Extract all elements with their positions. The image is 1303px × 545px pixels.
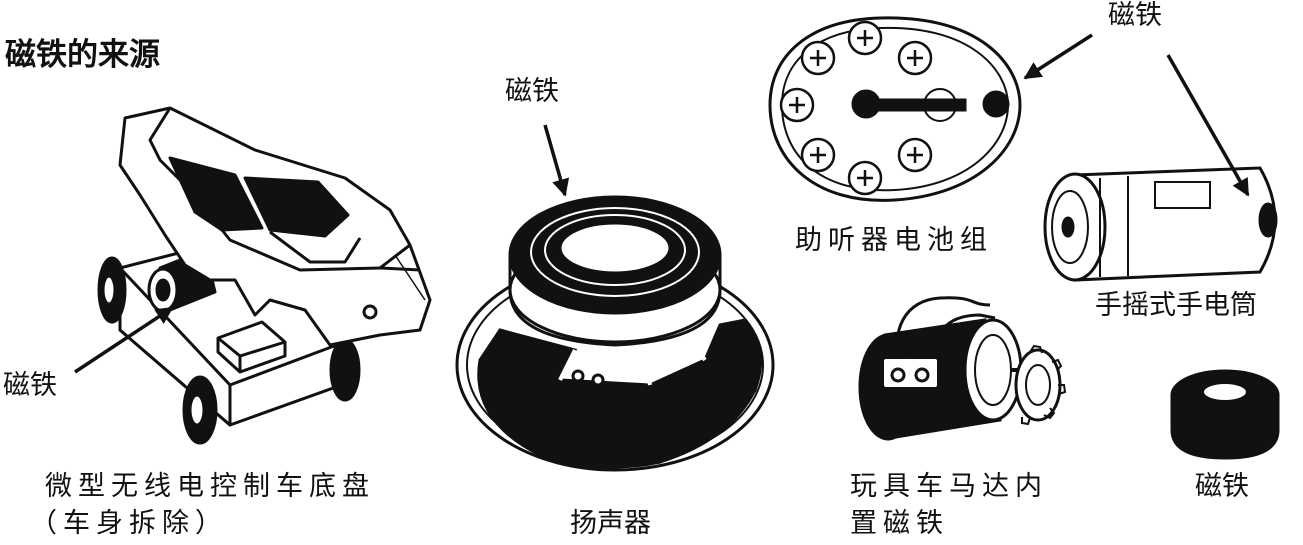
rc-car-caption-line2: （车身拆除） <box>30 508 228 539</box>
speaker-caption: 扬声器 <box>570 508 651 539</box>
hearing-aid-caption: 助听器电池组 <box>795 225 993 256</box>
battery-cells <box>779 20 933 196</box>
arrow-hearing-aid-magnet <box>1023 33 1093 80</box>
pointer-arrows <box>74 33 1250 374</box>
hearing-aid-magnet <box>982 90 1010 118</box>
flashlight-caption: 手摇式手电筒 <box>1095 290 1257 321</box>
motor-gear <box>1010 344 1067 426</box>
rc-car-magnet-label: 磁铁 <box>3 370 57 401</box>
page-title: 磁铁的来源 <box>5 37 160 73</box>
arrow-flashlight-magnet <box>1166 54 1250 197</box>
arrow-rc-car-magnet <box>74 306 174 374</box>
toy-motor-caption-line2: 置磁铁 <box>850 508 949 539</box>
hand-crank-flashlight-illustration <box>1043 166 1278 282</box>
ring-magnet-caption: 磁铁 <box>1195 471 1249 502</box>
speaker-illustration <box>455 195 775 472</box>
hearing-aid-battery-pack-illustration <box>768 16 1022 202</box>
speaker-magnet-label: 磁铁 <box>505 76 559 107</box>
ring-magnet-illustration <box>1170 369 1280 460</box>
flashlight-magnet <box>1258 202 1278 238</box>
speaker-magnet <box>508 195 722 347</box>
hearing-aid-magnet-label: 磁铁 <box>1108 0 1162 31</box>
rc-car-body-shell <box>118 106 432 347</box>
toy-motor-caption-line1: 玩具车马达内 <box>850 471 1048 502</box>
rc-car-caption-line1: 微型无线电控制车底盘 <box>45 471 375 502</box>
arrow-speaker-magnet <box>543 124 570 197</box>
toy-motor-illustration <box>858 296 1067 441</box>
rc-car-chassis-illustration <box>97 106 432 445</box>
